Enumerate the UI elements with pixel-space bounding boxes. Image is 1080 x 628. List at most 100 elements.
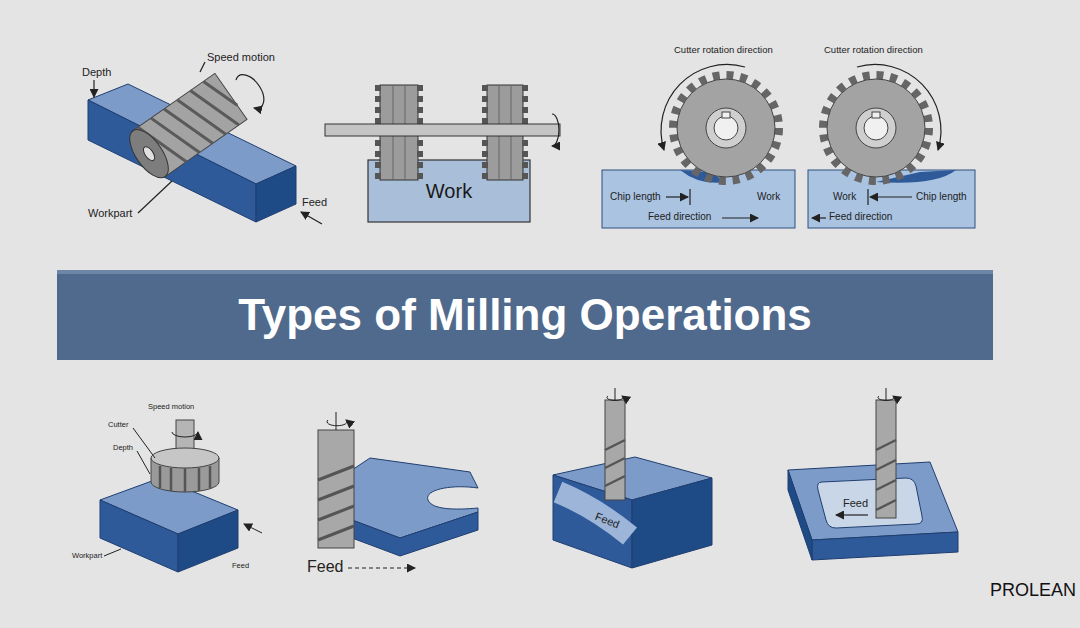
feed-label: Feed	[307, 558, 343, 576]
down-milling-part	[857, 65, 941, 150]
slab-arrows	[94, 62, 322, 224]
work-label: Work	[757, 191, 780, 203]
up-milling-part	[677, 79, 775, 177]
work-block: Work	[368, 160, 530, 222]
face-cutter-part	[151, 448, 219, 468]
down-milling	[808, 65, 975, 228]
face-cutter-part	[160, 466, 210, 492]
work-label: Work	[833, 191, 856, 203]
face-leaders-part	[137, 451, 150, 474]
up-milling-part	[673, 75, 779, 181]
pocket-end-mill-part	[876, 440, 896, 510]
pocket-plate-part	[788, 462, 958, 540]
up-milling-part	[722, 217, 758, 218]
rotation-label: Cutter rotation direction	[824, 45, 923, 56]
up-milling-part	[666, 196, 688, 197]
title-text: Types of Milling Operations	[238, 290, 812, 340]
profile-end-mill-part	[348, 567, 415, 568]
face-cutter-part	[172, 432, 198, 437]
up-milling	[602, 65, 795, 228]
feed-label: Feed	[302, 196, 327, 209]
pocket-plate-part	[812, 532, 958, 560]
face-workpart	[100, 478, 238, 572]
face-workpart-part	[178, 510, 238, 572]
down-milling-part	[812, 217, 826, 218]
up-milling-part	[689, 189, 690, 205]
up-milling-part	[706, 108, 746, 148]
pocket-end-mill	[836, 388, 896, 518]
slot-block	[553, 457, 712, 568]
down-milling-part	[864, 116, 888, 140]
down-milling-part	[872, 112, 880, 118]
feed-label: Feed	[843, 497, 868, 510]
feed-label: Feed	[593, 510, 621, 531]
part-label: Cutter	[108, 421, 128, 430]
face-cutter	[151, 420, 219, 492]
down-milling-part	[867, 189, 868, 205]
down-milling-part	[823, 75, 929, 181]
down-milling-part	[827, 79, 925, 177]
helical-cutter-part	[138, 73, 247, 173]
pocket-plate	[788, 462, 958, 560]
title-band-part	[57, 270, 993, 360]
dimension-label: Depth	[113, 444, 133, 453]
down-milling-part	[808, 170, 975, 228]
title-band	[57, 270, 993, 360]
face-leaders-part	[104, 549, 121, 556]
profile-end-mill-part	[327, 420, 347, 426]
face-leaders	[104, 428, 262, 556]
rotation-label: Cutter rotation direction	[674, 45, 773, 56]
slot-end-mill-part	[605, 400, 625, 500]
pocket-plate-part	[818, 478, 923, 528]
up-milling-part	[722, 112, 730, 118]
up-milling-part	[602, 170, 795, 228]
motion-label: Speed motion	[148, 403, 194, 412]
motion-label: Speed motion	[207, 51, 275, 64]
slab-workpart-part	[256, 166, 296, 222]
slab-arrows-part	[93, 80, 94, 97]
down-milling-part	[870, 196, 912, 197]
slot-block-part	[632, 478, 712, 568]
slot-end-mill	[605, 388, 625, 500]
helical-cutter-part	[122, 123, 175, 184]
chip-label: Chip length	[916, 191, 967, 203]
feed-label: Feed	[232, 562, 249, 571]
straddle-cutters	[325, 85, 560, 180]
slab-arrows-part	[200, 62, 205, 72]
part-label: Workpart	[72, 552, 102, 561]
profile-part	[352, 458, 478, 556]
face-workpart-part	[100, 500, 178, 572]
title-band-part	[57, 270, 993, 274]
face-leaders-part	[244, 524, 262, 533]
title-holder: Types of Milling Operations	[57, 270, 993, 360]
straddle-cutters-part	[325, 124, 560, 136]
profile-end-mill	[318, 412, 415, 568]
straddle-cutters-part	[552, 114, 559, 146]
feed-label: Feed direction	[648, 211, 711, 223]
slot-end-mill-part	[605, 440, 625, 486]
part-label: Workpart	[88, 207, 132, 220]
profile-part-part	[352, 512, 478, 556]
slot-end-mill-part	[615, 388, 616, 400]
face-leaders-part	[133, 428, 155, 458]
watermark: PROLEAN	[990, 580, 1076, 601]
slab-arrows-part	[236, 75, 264, 109]
down-milling-part	[856, 108, 896, 148]
block-text: Work	[426, 180, 472, 203]
slab-arrows-part	[301, 212, 322, 224]
profile-end-mill-part	[336, 412, 337, 430]
up-milling-part	[661, 65, 745, 150]
pocket-end-mill-part	[886, 388, 887, 400]
slab-arrows-part	[138, 181, 172, 213]
chip-label: Chip length	[610, 191, 661, 203]
profile-end-mill-part	[318, 466, 354, 540]
up-milling-part	[714, 116, 738, 140]
helical-cutter-part	[141, 145, 157, 163]
pocket-plate-part	[788, 470, 812, 560]
dimension-label: Depth	[82, 66, 111, 79]
profile-end-mill-part	[318, 430, 354, 548]
pocket-end-mill-part	[836, 514, 868, 515]
feed-label: Feed direction	[829, 211, 892, 223]
helical-cutter	[122, 73, 247, 184]
